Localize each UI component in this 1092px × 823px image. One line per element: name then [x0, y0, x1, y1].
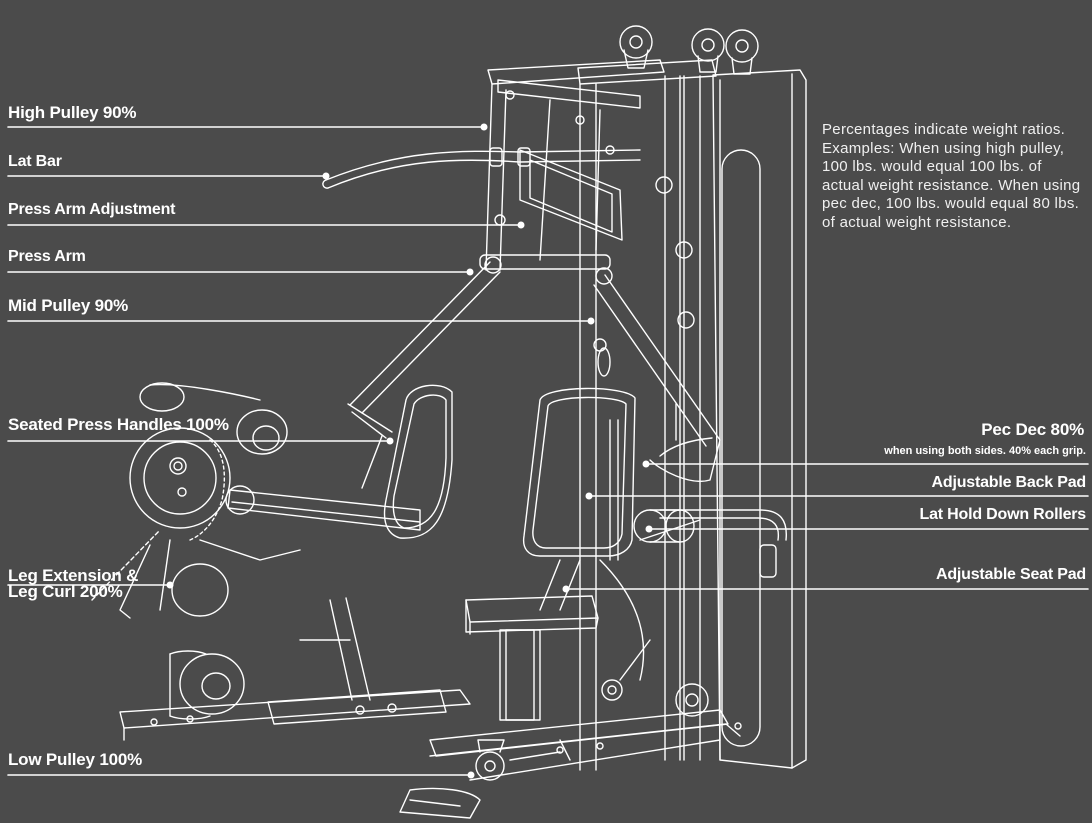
- seat-pad: [465, 595, 599, 721]
- label-seated-press-handles: Seated Press Handles 100%: [8, 415, 229, 434]
- lat-hold-down-rollers: [633, 509, 695, 543]
- label-adjustable-back-pad: Adjustable Back Pad: [931, 474, 1087, 491]
- label-adjustable-seat-pad: Adjustable Seat Pad: [935, 566, 1086, 583]
- weight-stack-tower: [577, 59, 807, 771]
- upper-frame: [485, 59, 695, 377]
- label-leg-extension: Leg Extension &: [8, 567, 138, 584]
- label-leg-curl: Leg Curl 200%: [8, 582, 123, 601]
- label-leg-extension-line2: Leg Curl 200%: [8, 582, 123, 601]
- label-low-pulley: Low Pulley 100%: [8, 750, 142, 769]
- label-mid-pulley: Mid Pulley 90%: [8, 296, 129, 315]
- rear-pulleys: [601, 639, 709, 717]
- label-lat-hold-down-rollers: Lat Hold Down Rollers: [919, 506, 1087, 523]
- press-backrest: [383, 384, 453, 539]
- back-pad: [522, 387, 636, 557]
- leader-lines: [7, 126, 1089, 776]
- weight-ratio-note: Percentages indicate weight ratios. Exam…: [822, 121, 1081, 231]
- label-press-arm: Press Arm: [8, 248, 86, 265]
- stack-details: [539, 419, 701, 681]
- label-press-arm-adjustment: Press Arm Adjustment: [8, 201, 176, 218]
- lat-bar: [322, 147, 641, 189]
- label-pec-dec: Pec Dec 80%: [981, 420, 1084, 439]
- base-frame: [119, 597, 741, 819]
- top-pulleys: [619, 25, 759, 75]
- label-lat-bar: Lat Bar: [8, 153, 62, 170]
- leader-dots: [166, 123, 653, 779]
- label-pec-dec-note: when using both sides. 40% each grip.: [884, 445, 1086, 457]
- label-leg-extension-line1: Leg Extension &: [8, 566, 139, 585]
- leg-developer: [91, 382, 421, 720]
- low-pulley: [475, 739, 561, 781]
- press-arm: [347, 254, 721, 489]
- label-high-pulley: High Pulley 90%: [8, 103, 137, 122]
